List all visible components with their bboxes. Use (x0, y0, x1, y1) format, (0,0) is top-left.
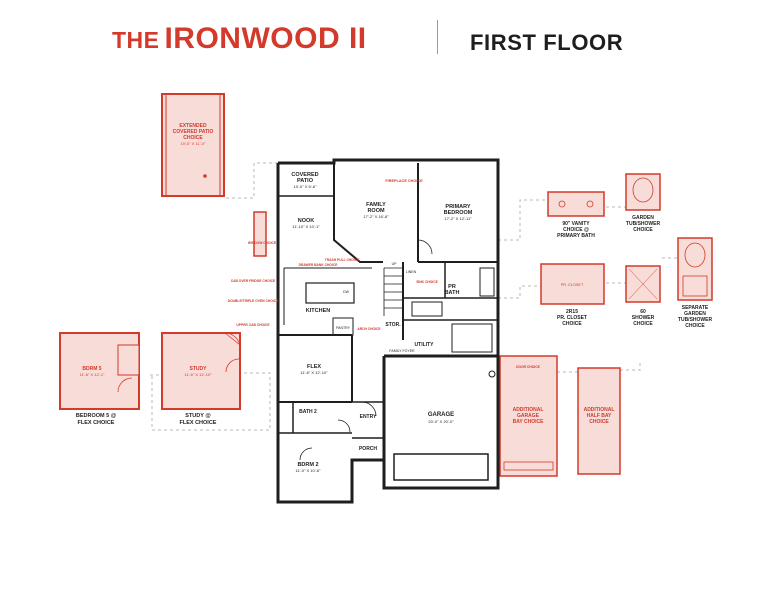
flex-dims: 11'-6" X 12'-10" (300, 370, 328, 375)
half-bay-line2: HALF BAY (587, 413, 612, 419)
extended-patio-line3: CHOICE (183, 135, 203, 141)
primary-bedroom-label-2: BEDROOM (444, 210, 473, 216)
covered-patio-label: COVERED (291, 172, 318, 178)
bdrm5-caption-1: BEDROOM 5 @ (76, 413, 117, 419)
study-caption-1: STUDY @ (185, 413, 211, 419)
option-labels: EXTENDED COVERED PATIO CHOICE 10'-0" X 1… (76, 123, 713, 426)
pantry-label: PANTRY (336, 326, 351, 330)
pr-closet-caption-3: CHOICE (562, 321, 582, 327)
primary-bedroom-dims: 17'-2" X 12'-11" (444, 216, 472, 221)
arch-choice-note: ARCH CHOICE (357, 327, 381, 331)
separate-tub-caption-2: GARDEN (684, 311, 706, 317)
study-option (161, 332, 241, 410)
up-label: UP (392, 262, 398, 266)
garage-label: GARAGE (428, 412, 454, 418)
nook-dims: 11'-10" X 10'-1" (292, 224, 320, 229)
study-room-dims: 11'-6" X 12'-10" (184, 372, 212, 377)
garage-bay-line3: BAY CHOICE (513, 419, 545, 425)
choice-note-labels: FIREPLACE CHOICE DRAWER BANK CHOICE TRAS… (228, 179, 541, 369)
shower60-caption-2: SHOWER (632, 315, 655, 321)
extended-patio-option (161, 93, 225, 197)
pr-bath-label: PR (448, 284, 456, 290)
half-bay-line3: CHOICE (589, 419, 609, 425)
covered-patio-label-2: PATIO (297, 178, 314, 184)
vanity-caption-3: PRIMARY BATH (557, 233, 595, 239)
kitchen-label: KITCHEN (306, 308, 330, 314)
garden-tub-option (625, 173, 661, 211)
nook-label: NOOK (298, 218, 315, 224)
bdrm2-dims: 11'-0" X 10'-6" (296, 468, 322, 473)
title-divider (437, 20, 438, 54)
window-choice-bump (253, 211, 267, 257)
bdrm5-caption-2: FLEX CHOICE (78, 420, 115, 426)
stor-label: STOR. (385, 322, 401, 328)
bdrm2-label: BDRM 2 (297, 462, 318, 468)
pr-closet-room-label: PR. CLOSET (561, 283, 584, 287)
pr-closet-caption-1: 2R15 (566, 309, 578, 315)
garden-tub-caption-3: CHOICE (633, 227, 653, 233)
plan-title-name: IRONWOOD II (164, 22, 367, 55)
main-floor-walls (276, 158, 500, 504)
floor-subtitle: FIRST FLOOR (470, 30, 624, 55)
bdrm5-option (59, 332, 140, 410)
family-room-label-2: ROOM (367, 208, 385, 214)
extended-patio-line1: EXTENDED (179, 123, 207, 129)
separate-tub-caption-4: CHOICE (685, 323, 705, 329)
garage-bay-option (499, 355, 558, 477)
separate-tub-option (677, 237, 713, 301)
extended-patio-line2: COVERED PATIO (173, 129, 214, 135)
utility-label: UTILITY (415, 342, 435, 348)
pr-closet-caption-2: PR. CLOSET (557, 315, 587, 321)
separate-tub-caption-3: TUB/SHOWER (678, 317, 713, 323)
study-caption-2: FLEX CHOICE (180, 420, 217, 426)
garage-dims: 20'-0" X 20'-0" (428, 419, 454, 424)
plan-title-prefix: THE (112, 27, 160, 53)
main-room-labels: COVERED PATIO 10'-0" X 6'-6" FAMILY ROOM… (291, 172, 472, 473)
door-choice-note: DOOR CHOICE (516, 365, 540, 369)
window-choice-note: WINDOW CHOICE (248, 241, 277, 245)
half-bay-option (577, 367, 621, 475)
primary-bedroom-label: PRIMARY (445, 204, 470, 210)
family-room-label: FAMILY (366, 202, 386, 208)
drawer-bank-note: DRAWER BANK CHOICE (299, 263, 339, 267)
fireplace-choice-note: FIREPLACE CHOICE (385, 179, 423, 183)
shower60-caption-3: CHOICE (633, 321, 653, 327)
bdrm5-room-label: BDRM 5 (82, 366, 101, 372)
sink-choice-note: SINK CHOICE (416, 280, 438, 284)
half-bay-line1: ADDITIONAL (584, 407, 615, 413)
pr-closet-option (540, 263, 605, 305)
vanity-caption-2: CHOICE @ (563, 227, 589, 233)
linen-label: LINEN (406, 270, 417, 274)
separate-tub-caption-1: SEPARATE (682, 305, 709, 311)
family-room-dims: 17'-2" X 16'-8" (363, 214, 389, 219)
double-oven-note: DOUBLE/TRIPLE OVEN CHOICE (228, 299, 279, 303)
covered-patio-dims: 10'-0" X 6'-6" (293, 184, 317, 189)
flex-label: FLEX (307, 364, 321, 370)
upper-cab-note: UPPER CAB CHOICE (236, 323, 270, 327)
garden-tub-caption-1: GARDEN (632, 215, 654, 221)
vanity-option (547, 191, 605, 217)
plan-title: THE IRONWOOD II (112, 22, 367, 56)
garden-tub-caption-2: TUB/SHOWER (626, 221, 661, 227)
bath2-label: BATH 2 (299, 409, 317, 415)
extended-patio-dims: 10'-0" X 11'-0" (181, 141, 207, 146)
porch-label: PORCH (359, 446, 377, 452)
bdrm5-room-dims: 11'-6" X 12'-1" (80, 372, 106, 377)
study-room-label: STUDY (190, 366, 208, 372)
family-foyer-label: FAMILY FOYER (389, 349, 415, 353)
garage-bay-line2: GARAGE (517, 413, 540, 419)
cab-over-fridge-note: CAB OVER FRIDGE CHOICE (231, 279, 276, 283)
dw-label: DW (343, 290, 350, 294)
trash-pull-note: TRASH PULL CHOICE (325, 258, 360, 262)
pr-bath-label-2: BATH (445, 290, 460, 296)
shower60-option (625, 265, 661, 303)
entry-label: ENTRY (360, 414, 377, 420)
vanity-caption-1: 90" VANITY (562, 221, 590, 227)
garage-bay-line1: ADDITIONAL (513, 407, 544, 413)
shower60-caption-1: 60 (640, 309, 646, 315)
